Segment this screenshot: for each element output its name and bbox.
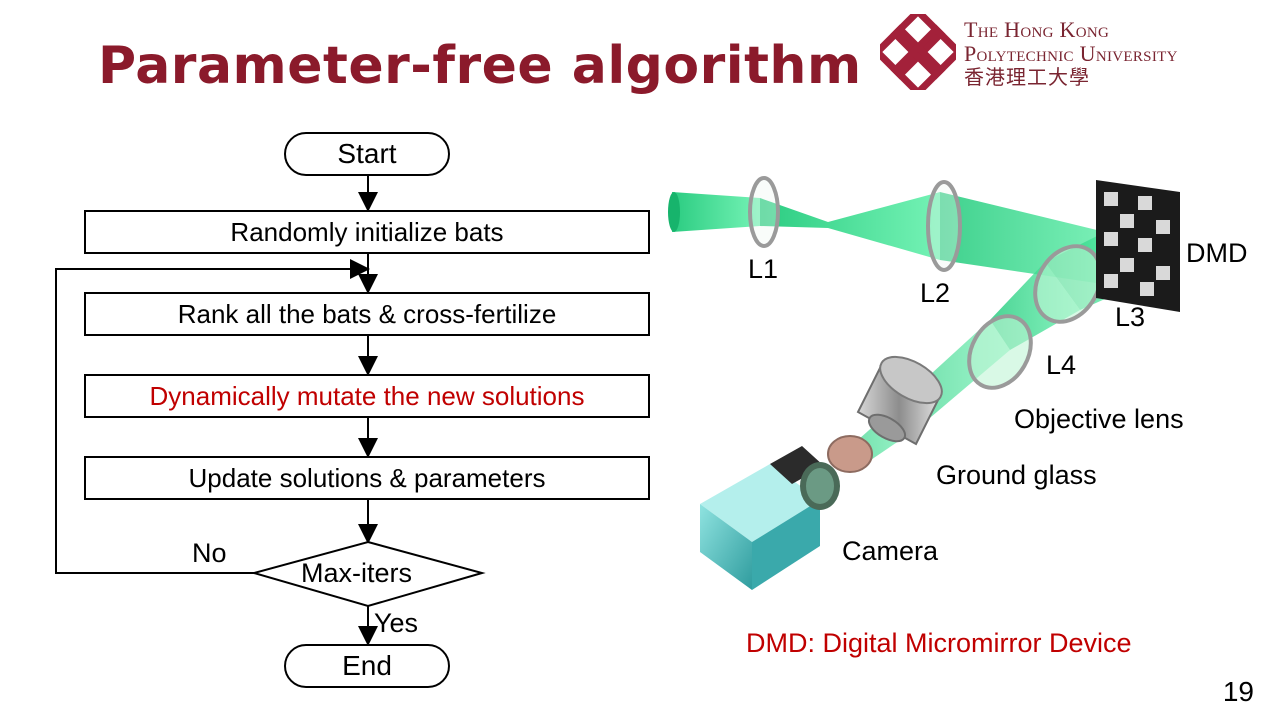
camera-body [700, 446, 840, 590]
beam-l1-l2 [760, 192, 940, 260]
dmd-caption: DMD: Digital Micromirror Device [746, 628, 1132, 658]
step-initialize: Randomly initialize bats [84, 210, 650, 254]
logo-text-line3: 香港理工大學 [964, 67, 1090, 89]
end-node: End [284, 644, 450, 688]
flowchart-connectors [55, 176, 486, 646]
beam-source-end [668, 192, 680, 232]
optical-setup-illustration [668, 176, 1180, 590]
label-l1: L1 [748, 254, 779, 284]
step-mutate: Dynamically mutate the new solutions [84, 374, 650, 418]
label-l4: L4 [1046, 350, 1077, 380]
label-ground-glass: Ground glass [936, 460, 1097, 490]
polyu-emblem-icon [880, 14, 956, 90]
beam-in [672, 192, 760, 232]
step-mutate-label: Dynamically mutate the new solutions [149, 380, 585, 411]
lens-l1 [748, 176, 780, 248]
step-update-label: Update solutions & parameters [188, 462, 546, 493]
logo-text-line1: The Hong Kong [964, 17, 1110, 42]
label-l3: L3 [1115, 302, 1146, 332]
label-objective-lens: Objective lens [1014, 404, 1184, 434]
label-dmd: DMD [1186, 238, 1248, 268]
yes-label: Yes [374, 608, 419, 638]
loop-back-connector [55, 259, 370, 574]
start-label: Start [337, 138, 397, 169]
end-label: End [342, 650, 392, 681]
step-rank-label: Rank all the bats & cross-fertilize [177, 298, 557, 329]
university-logo: The Hong Kong Polytechnic University 香港理… [880, 12, 1270, 92]
page-number: 19 [1222, 676, 1254, 707]
lens-l2 [926, 180, 962, 272]
decision-diamond [250, 540, 486, 608]
step-rank: Rank all the bats & cross-fertilize [84, 292, 650, 336]
dmd-device [1096, 180, 1180, 312]
step-update: Update solutions & parameters [84, 456, 650, 500]
step-initialize-label: Randomly initialize bats [230, 216, 504, 247]
no-label: No [192, 538, 227, 568]
lens-l3 [1033, 244, 1103, 324]
decision-label: Max-iters [301, 558, 413, 588]
objective-lens [856, 355, 943, 446]
slide-title: Parameter-free algorithm [98, 36, 862, 96]
lens-l4 [967, 314, 1033, 390]
ground-glass-disc [827, 435, 873, 473]
logo-text-line2: Polytechnic University [964, 41, 1178, 66]
label-l2: L2 [920, 278, 951, 308]
label-camera: Camera [842, 536, 939, 566]
start-node: Start [284, 132, 450, 176]
